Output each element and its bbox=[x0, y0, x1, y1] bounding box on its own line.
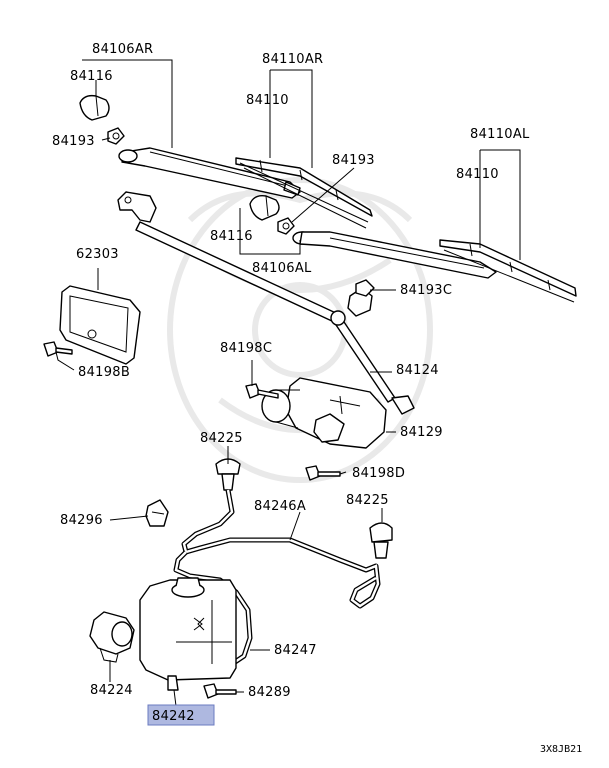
washer-pump[interactable] bbox=[89, 611, 135, 663]
label-62303[interactable]: 62303 bbox=[76, 247, 119, 262]
arm-cap-left[interactable] bbox=[249, 194, 280, 221]
label-84116-right[interactable]: 84116 bbox=[70, 69, 113, 84]
label-84242[interactable]: 84242 bbox=[152, 709, 195, 724]
motor-bolt-upper[interactable] bbox=[245, 383, 279, 399]
label-84129[interactable]: 84129 bbox=[400, 425, 443, 440]
label-84110AR[interactable]: 84110AR bbox=[262, 52, 323, 67]
arm-nut-left[interactable] bbox=[277, 217, 295, 235]
label-84198D[interactable]: 84198D bbox=[352, 466, 405, 481]
label-84110-left[interactable]: 84110 bbox=[456, 167, 499, 182]
washer-nozzle-left[interactable] bbox=[215, 458, 241, 491]
label-84289[interactable]: 84289 bbox=[248, 685, 291, 700]
label-84225-left[interactable]: 84225 bbox=[200, 431, 243, 446]
leader-lines bbox=[55, 59, 521, 707]
wiper-blade-right[interactable] bbox=[235, 157, 373, 229]
label-84224[interactable]: 84224 bbox=[90, 683, 133, 698]
access-cover[interactable] bbox=[59, 285, 141, 365]
pivot-nut[interactable] bbox=[355, 279, 375, 297]
wiper-arm-right[interactable] bbox=[118, 147, 301, 199]
label-84124[interactable]: 84124 bbox=[396, 363, 439, 378]
label-84110AL[interactable]: 84110AL bbox=[470, 127, 530, 142]
label-84296[interactable]: 84296 bbox=[60, 513, 103, 528]
label-84247[interactable]: 84247 bbox=[274, 643, 317, 658]
label-84246A[interactable]: 84246A bbox=[254, 499, 306, 514]
label-84193C[interactable]: 84193C bbox=[400, 283, 452, 298]
motor-bolt-lower[interactable] bbox=[305, 465, 341, 481]
wiper-arm-left[interactable] bbox=[292, 231, 497, 279]
cover-screw[interactable] bbox=[43, 341, 73, 357]
label-84106AL[interactable]: 84106AL bbox=[252, 261, 312, 276]
part-labels: 84106AR 84116 84193 84110AR 84110 84193 … bbox=[52, 42, 582, 755]
arm-nut-right[interactable] bbox=[107, 127, 125, 145]
washer-nozzle-right[interactable] bbox=[369, 522, 393, 559]
arm-cap-right[interactable] bbox=[79, 94, 110, 121]
hose-clip[interactable] bbox=[145, 499, 169, 527]
label-84198C[interactable]: 84198C bbox=[220, 341, 272, 356]
highlight-box-washer-tank bbox=[147, 704, 215, 726]
label-84193-left[interactable]: 84193 bbox=[332, 153, 375, 168]
label-84198B[interactable]: 84198B bbox=[78, 365, 130, 380]
wiper-linkage[interactable] bbox=[117, 191, 415, 415]
label-84110-right[interactable]: 84110 bbox=[246, 93, 289, 108]
wiper-motor[interactable] bbox=[261, 377, 387, 449]
tank-screw[interactable] bbox=[203, 683, 237, 699]
label-84106AR[interactable]: 84106AR bbox=[92, 42, 153, 57]
label-84225-right[interactable]: 84225 bbox=[346, 493, 389, 508]
washer-tank[interactable] bbox=[139, 577, 237, 691]
label-84193-right[interactable]: 84193 bbox=[52, 134, 95, 149]
label-84116-left[interactable]: 84116 bbox=[210, 229, 253, 244]
diagram-code: 3X8JB21 bbox=[540, 744, 582, 755]
washer-hose-a[interactable] bbox=[181, 489, 381, 609]
